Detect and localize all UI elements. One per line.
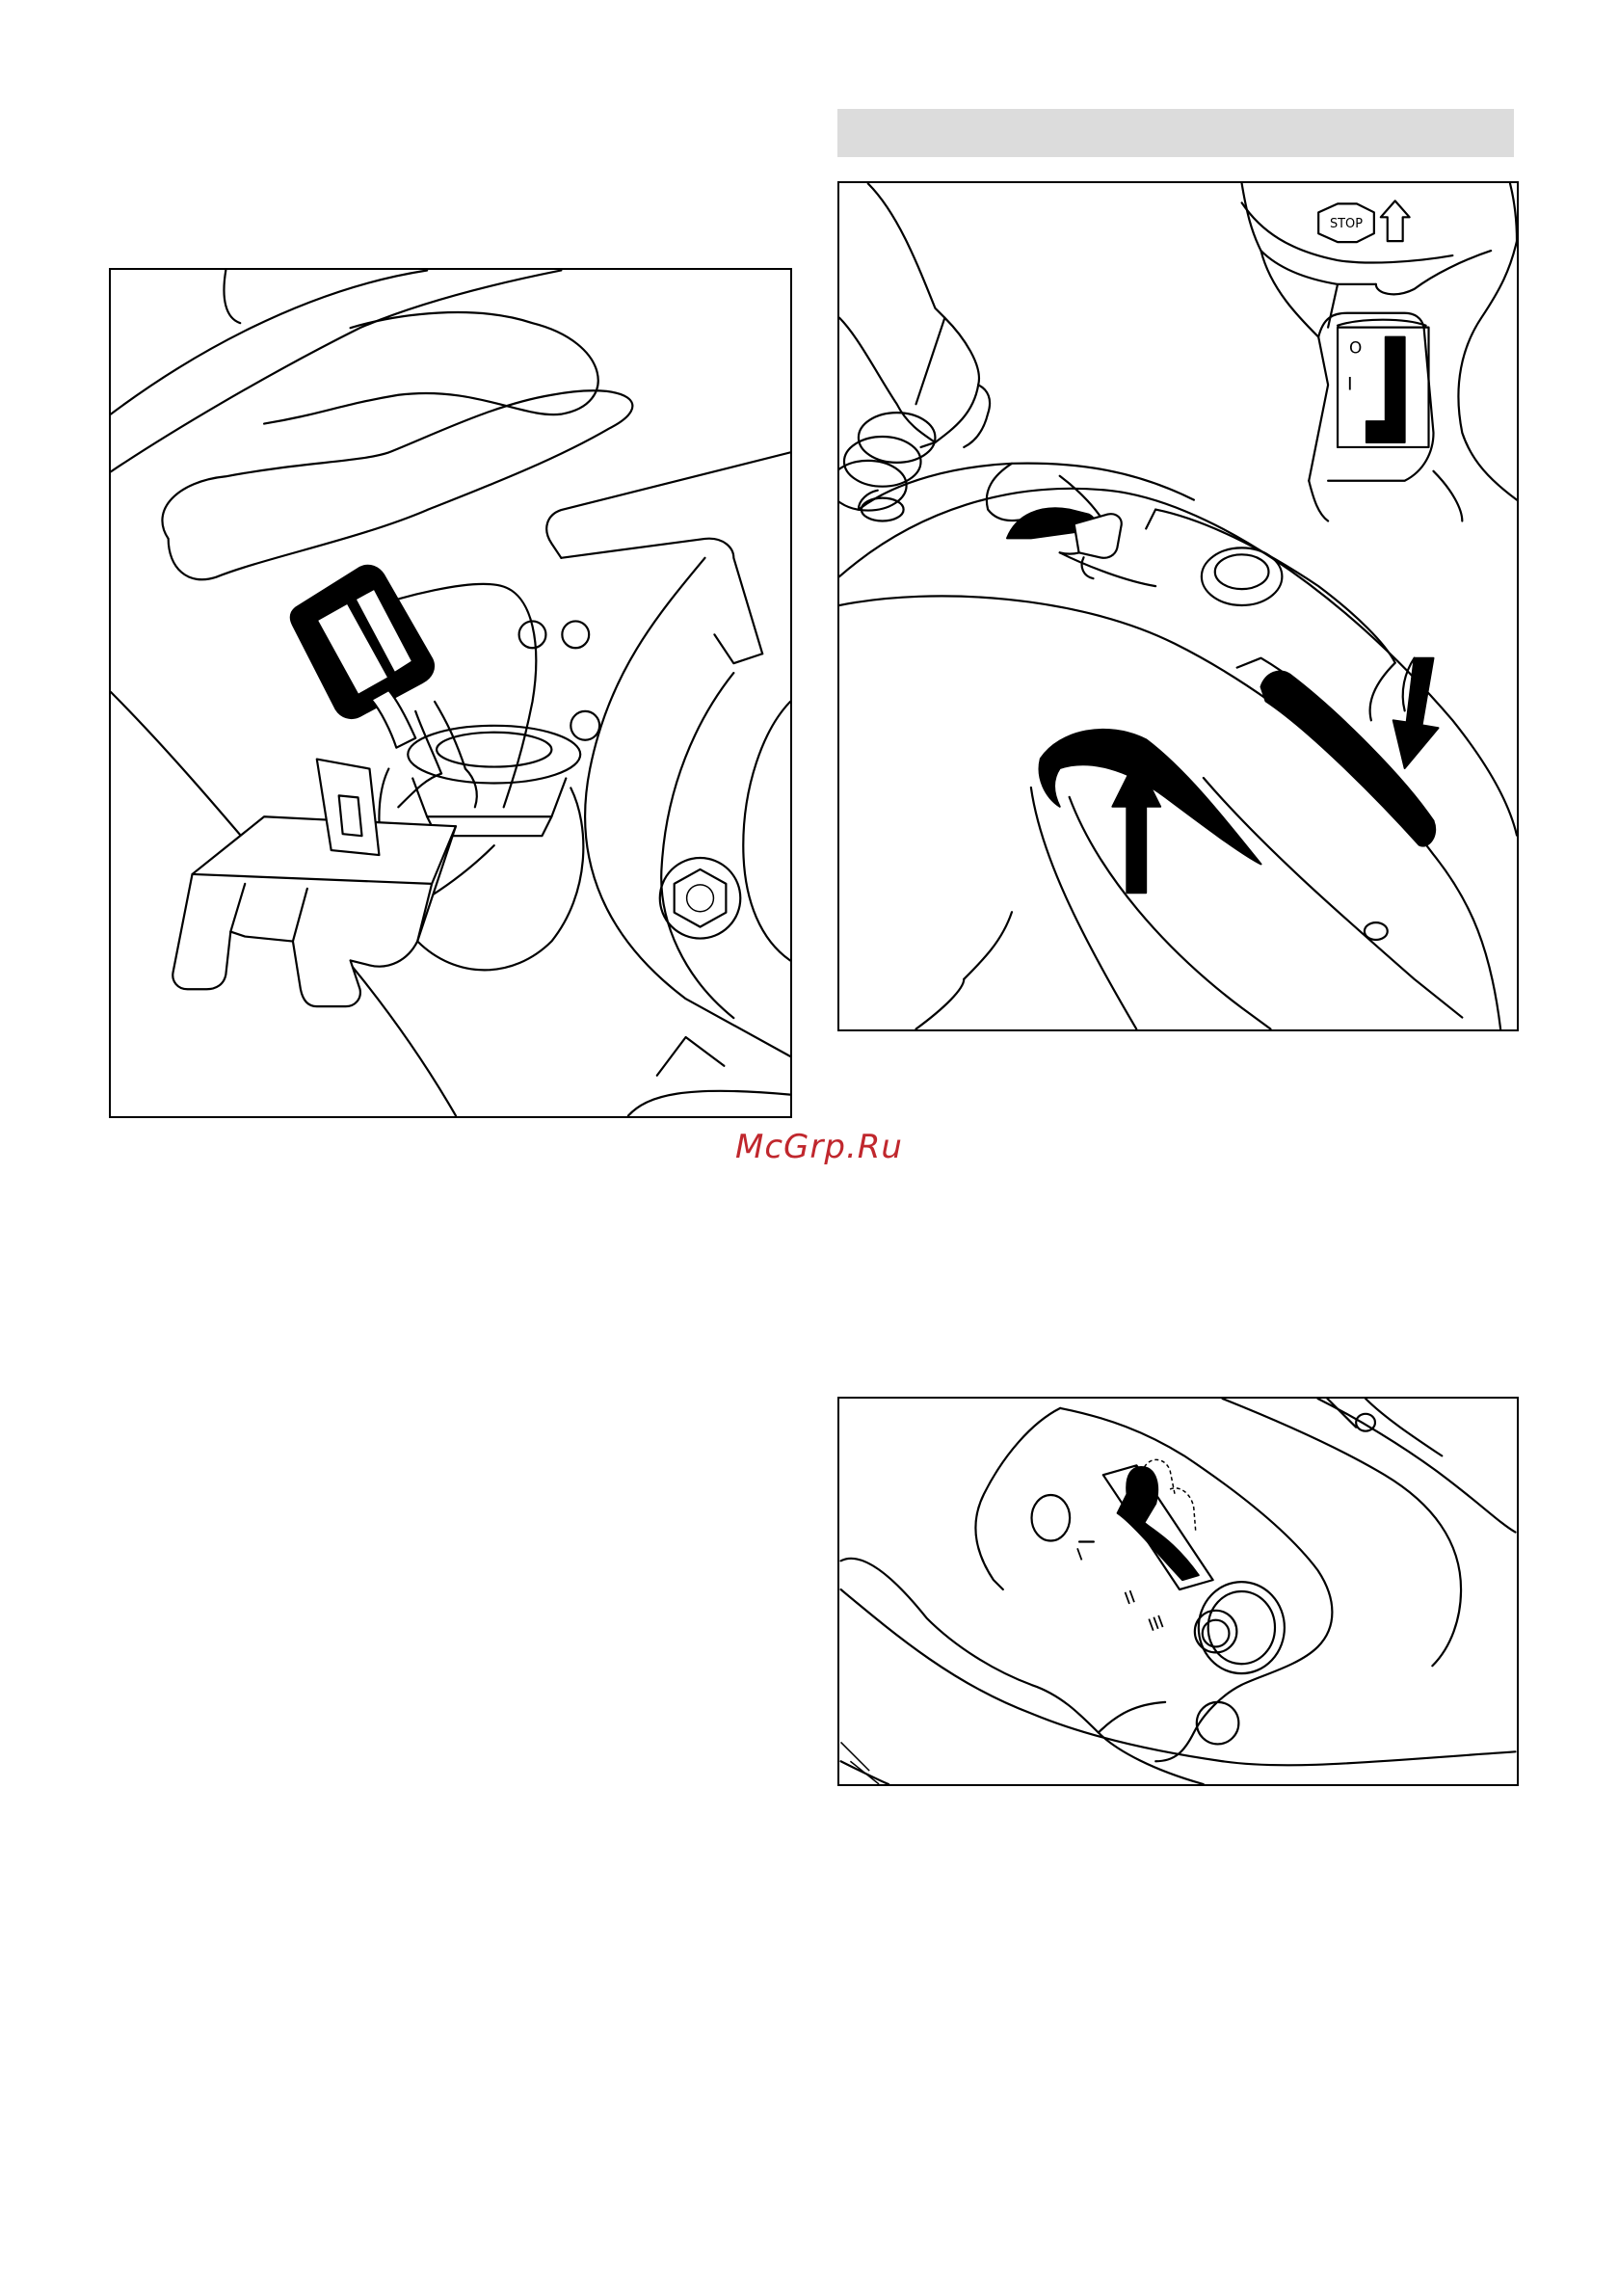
figure-stop-switch-throttle: O I STOP: [837, 181, 1519, 1031]
switch-on-symbol: I: [1347, 373, 1353, 394]
figure-fuel-filler: [109, 268, 792, 1118]
section-header-bar: [837, 109, 1514, 157]
stop-label: STOP: [1330, 217, 1363, 231]
switch-off-symbol: O: [1349, 337, 1362, 357]
figure-choke-lever: I II III: [837, 1397, 1519, 1786]
choke-position-1: I: [1074, 1544, 1086, 1565]
choke-illustration: I II III: [839, 1399, 1517, 1784]
fuel-filler-illustration: [111, 270, 790, 1116]
arrow-up-icon: [1381, 200, 1410, 241]
choke-position-3: III: [1146, 1612, 1167, 1636]
watermark-text: McGrp.Ru: [675, 1128, 964, 1166]
choke-position-2: II: [1122, 1587, 1138, 1609]
controls-illustration: O I STOP: [839, 183, 1517, 1029]
